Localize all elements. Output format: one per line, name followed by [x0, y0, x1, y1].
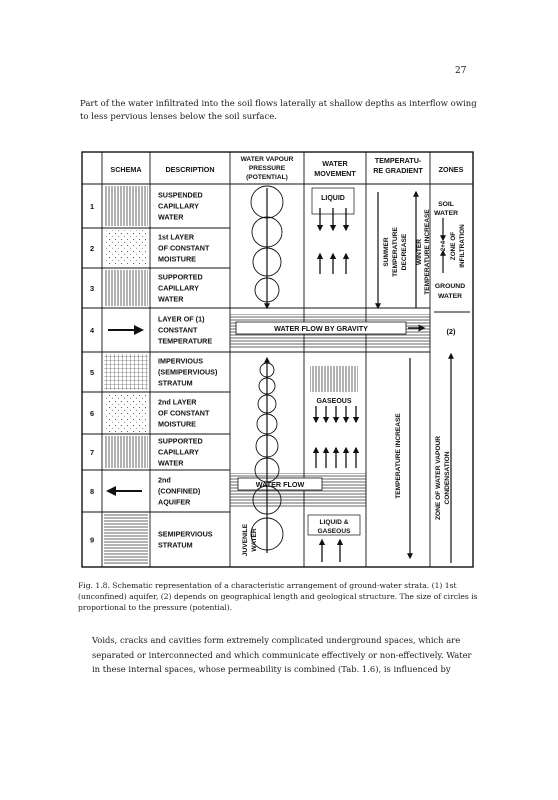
liquid-gaseous-label-2: GASEOUS	[318, 528, 352, 535]
row-description: 2nd	[158, 476, 171, 485]
water-flow-band: WATER FLOW	[230, 473, 366, 507]
row-description: SUPPORTED	[158, 273, 203, 282]
row-description: SEMIPERVIOUS	[158, 530, 213, 539]
row-description: 1st LAYER	[158, 233, 195, 242]
row-description: SUSPENDED	[158, 191, 203, 200]
row-number: 4	[90, 326, 95, 335]
schema-pattern	[104, 394, 148, 432]
row-description: WATER	[158, 213, 184, 222]
soil-water-label: WATER	[434, 210, 458, 217]
liquid-label: LIQUID	[321, 195, 345, 202]
zones: SOIL WATER 2+4 ZONE OF INFILTRATION GROU…	[434, 201, 470, 563]
gravity-flow-band: WATER FLOW BY GRAVITY	[230, 314, 430, 348]
figure-caption: Fig. 1.8. Schematic representation of a …	[78, 581, 478, 612]
header-vapour-2: PRESSURE	[249, 165, 286, 172]
row-number: 7	[90, 448, 94, 457]
strata-row-6: 6 2nd LAYER OF CONSTANT MOISTURE	[90, 394, 210, 432]
row-description: SUPPORTED	[158, 437, 203, 446]
row-description: CONSTANT	[158, 326, 198, 335]
header-movement-2: MOVEMENT	[314, 169, 356, 178]
water-movement: LIQUID GASEOUS LIQUID & GASEOUS	[307, 187, 361, 562]
strata-row-3: 3 SUPPORTED CAPILLARY WATER	[90, 270, 203, 306]
row-description: TEMPERATURE	[158, 337, 212, 346]
row-description: IMPERVIOUS	[158, 357, 203, 366]
vapour-zone-label-2: CONDENSATION	[444, 451, 451, 504]
vapour-zone-label-1: ZONE OF WATER VAPOUR	[435, 436, 442, 520]
water-label: WATER	[251, 528, 258, 552]
row-description: STRATUM	[158, 379, 193, 388]
water-flow-label: WATER FLOW	[256, 480, 305, 489]
strata-row-7: 7 SUPPORTED CAPILLARY WATER	[90, 436, 203, 468]
row-description: WATER	[158, 295, 184, 304]
row-number: 5	[90, 368, 94, 377]
strata-row-8: 8 2nd (CONFINED) AQUIFER	[90, 472, 201, 510]
winter-label-1: WINTER	[416, 239, 423, 265]
water-flow-by-gravity-label: WATER FLOW BY GRAVITY	[274, 324, 368, 333]
row-description: CAPILLARY	[158, 202, 199, 211]
row-number: 6	[90, 409, 94, 418]
header-vapour-3: (POTENTIAL)	[246, 174, 288, 181]
strata-row-9: 9 SEMIPERVIOUS STRATUM	[90, 514, 213, 565]
schema-pattern	[104, 270, 148, 306]
row-description: LAYER OF (1)	[158, 315, 205, 324]
summer-label-3: DECREASE	[401, 233, 408, 270]
row-description: WATER	[158, 459, 184, 468]
header-schema: SCHEMA	[110, 165, 141, 174]
zone-numbers-label: 2+4	[441, 240, 447, 251]
body-paragraph: Voids, cracks and cavities form extremel…	[92, 635, 472, 675]
row-number: 9	[90, 536, 94, 545]
strata-row-1: 1 SUSPENDED CAPILLARY WATER	[90, 186, 203, 226]
row-description: (CONFINED)	[158, 487, 201, 496]
header-vapour-1: WATER VAPOUR	[241, 156, 294, 163]
summer-label-1: SUMMER	[383, 237, 390, 267]
row-description: AQUIFER	[158, 498, 191, 507]
schema-pattern	[104, 514, 148, 565]
row-number: 1	[90, 202, 94, 211]
intro-paragraph: Part of the water infiltrated into the s…	[80, 99, 477, 123]
row-description: MOISTURE	[158, 255, 196, 264]
schema-pattern	[104, 436, 148, 468]
ground-label: GROUND	[435, 283, 465, 290]
row-number: 3	[90, 284, 94, 293]
soil-label: SOIL	[438, 201, 454, 208]
summer-label-2: TEMPERATURE	[392, 227, 399, 277]
juvenile-label: JUVENILE	[242, 523, 249, 556]
liquid-gaseous-label-1: LIQUID &	[320, 519, 349, 526]
row-description: OF CONSTANT	[158, 409, 210, 418]
header-zones: ZONES	[439, 165, 464, 174]
strata-row-5: 5 IMPERVIOUS (SEMIPERVIOUS) STRATUM	[90, 354, 218, 390]
strata-row-2: 2 1st LAYER OF CONSTANT MOISTURE	[90, 230, 210, 266]
ground-water-label: WATER	[438, 293, 462, 300]
infiltration-label: INFILTRATION	[459, 224, 466, 268]
gaseous-label: GASEOUS	[316, 398, 351, 405]
row-description: CAPILLARY	[158, 284, 199, 293]
page-number: 27	[455, 66, 467, 76]
row-number: 8	[90, 487, 94, 496]
header-description: DESCRIPTION	[165, 165, 214, 174]
zone-2-label: (2)	[446, 327, 456, 336]
table-frame	[81, 151, 474, 568]
schema-pattern	[104, 230, 148, 266]
row-description: MOISTURE	[158, 420, 196, 429]
row-description: (SEMIPERVIOUS)	[158, 368, 218, 377]
row-number: 2	[90, 244, 94, 253]
row-description: OF CONSTANT	[158, 244, 210, 253]
row-description: 2nd LAYER	[158, 398, 197, 407]
header-gradient-2: RE GRADIENT	[373, 166, 423, 175]
row-description: CAPILLARY	[158, 448, 199, 457]
temperature-gradient: SUMMER TEMPERATURE DECREASE WINTER TEMPE…	[375, 190, 431, 560]
temp-increase-label: TEMPERATURE INCREASE	[395, 413, 402, 499]
row-description: STRATUM	[158, 541, 193, 550]
header-movement-1: WATER	[322, 159, 348, 168]
header-gradient-1: TEMPERATU-	[375, 156, 422, 165]
strata-diagram: SCHEMA DESCRIPTION WATER VAPOUR PRESSURE…	[81, 151, 474, 568]
winter-label-2: TEMPERATURE INCREASE	[424, 209, 431, 295]
schema-pattern	[104, 354, 148, 390]
figure-1-8: SCHEMA DESCRIPTION WATER VAPOUR PRESSURE…	[78, 148, 478, 573]
zone-of-label: ZONE OF	[450, 232, 457, 260]
schema-pattern	[104, 186, 148, 226]
